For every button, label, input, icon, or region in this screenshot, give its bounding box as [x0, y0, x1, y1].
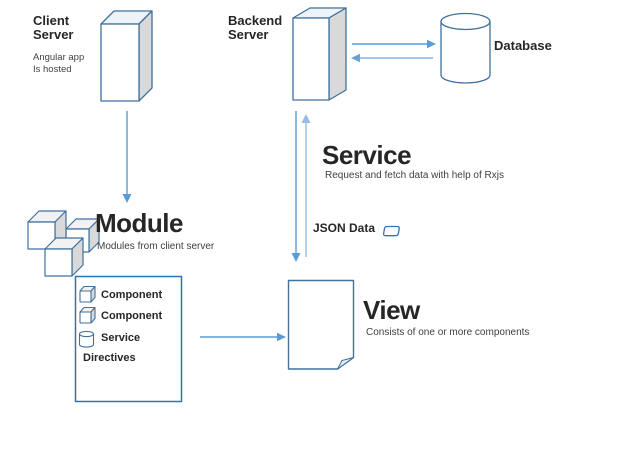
- service-title: Service: [322, 140, 412, 170]
- arrow-backend-to-database: [352, 39, 436, 49]
- database-cylinder-icon: [440, 12, 491, 84]
- client-server-title: Client Server: [33, 13, 74, 42]
- arrow-database-to-backend: [351, 53, 433, 63]
- view-title: View: [363, 295, 420, 325]
- view-subtitle: Consists of one or more components: [366, 327, 530, 338]
- server-cuboid-icon: [292, 7, 347, 101]
- cylinder-icon: [78, 330, 95, 348]
- module-box-item-directives: Directives: [83, 352, 136, 364]
- document-page-icon: [287, 279, 355, 370]
- client-server-subtitle: Angular app Is hosted: [33, 52, 85, 75]
- module-title: Module: [95, 208, 184, 238]
- cube-icon: [79, 306, 96, 324]
- module-box-item-service: Service: [101, 332, 141, 344]
- cube-icon: [79, 285, 96, 303]
- service-subtitle: Request and fetch data with help of Rxjs: [325, 170, 504, 181]
- module-box-item-component-2: Component: [101, 310, 163, 322]
- arrow-backend-to-view: [291, 111, 301, 262]
- backend-server-title: Backend Server: [228, 13, 283, 42]
- server-cuboid-icon: [100, 10, 153, 102]
- json-data-label: JSON Data: [313, 221, 376, 235]
- database-label: Database: [494, 38, 552, 53]
- arrow-view-to-backend: [301, 114, 311, 257]
- module-subtitle: Modules from client server: [97, 241, 215, 252]
- module-box-item-component-1: Component: [101, 289, 163, 301]
- cubes-cluster-icon: [27, 210, 100, 277]
- data-box-icon: [382, 225, 400, 237]
- arrow-client-to-module: [122, 111, 132, 203]
- arrow-modulebox-to-view: [200, 332, 286, 342]
